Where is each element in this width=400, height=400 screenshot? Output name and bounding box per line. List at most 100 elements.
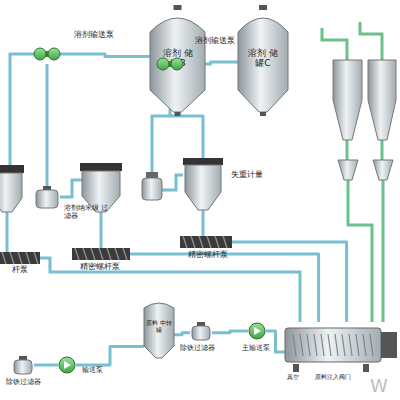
- filter-body: [36, 190, 58, 208]
- pump-chamber: [34, 48, 46, 60]
- screw-pump: 精密螺杆泵: [72, 248, 130, 260]
- mixer-extruder-outline: [285, 322, 397, 372]
- pipe-connector: [174, 333, 190, 335]
- flow-symbol: [64, 361, 71, 369]
- powder-pipe: [381, 140, 384, 160]
- powder-pipe: [322, 28, 347, 60]
- powder-receiver: [338, 160, 358, 180]
- pipe-connector: [212, 331, 248, 333]
- feed-pipe: [202, 210, 205, 236]
- screw-casing: [72, 248, 130, 260]
- screw-thread: [0, 252, 38, 264]
- hopper-rim: [0, 165, 24, 173]
- iron-filter: 除铁过滤器: [190, 322, 212, 340]
- mixer-motor: [381, 332, 397, 358]
- node-label: 除铁过滤器: [180, 344, 230, 352]
- transfer-tank: 原料 中转罐: [144, 300, 174, 358]
- screw-pump-outline: [180, 236, 232, 248]
- node-label: 原料注入阀门: [315, 374, 359, 381]
- powder-receiver: [373, 160, 393, 180]
- weighing-hopper: 失重计量: [183, 158, 223, 210]
- mixer-screw: [293, 334, 373, 356]
- weighing-hopper: [0, 173, 22, 212]
- iron-filter-outline: [12, 356, 34, 374]
- diaphragm-pump: 溶剂输送泵: [157, 54, 183, 74]
- pipe-connector: [46, 64, 49, 186]
- pipe-connector: [60, 54, 150, 57]
- pipe-connector: [34, 364, 58, 367]
- node-label: 精密螺杆泵: [80, 262, 140, 271]
- tank-outlet: [175, 112, 181, 116]
- diaphragm-pump-outline: [34, 44, 60, 64]
- filter-body: [14, 360, 32, 374]
- iron-filter-outline: [190, 322, 212, 340]
- main-pump-outline: [248, 322, 266, 340]
- tank-body: [150, 18, 205, 112]
- node-label: 溶剂输送泵: [74, 30, 134, 39]
- node-label: 真空: [287, 374, 307, 381]
- solvent-pipe: [10, 54, 34, 165]
- screw-pump: 精密螺杆泵: [180, 236, 232, 248]
- tank-vent: [259, 5, 267, 10]
- screw-thread: [183, 236, 227, 248]
- node-label: 主输送泵: [242, 344, 282, 352]
- pump-body: [249, 323, 265, 339]
- node-label: 溶剂纳米级 过滤器: [64, 204, 112, 220]
- hopper-rim: [80, 163, 122, 171]
- transfer-pump: 输送泵: [58, 356, 76, 374]
- mixer-barrel: [285, 328, 381, 362]
- diaphragm-pump: 溶剂输送泵: [34, 44, 60, 64]
- node-label: 除铁过滤器: [6, 378, 56, 386]
- filter-cap: [197, 322, 205, 326]
- pipe-connector: [232, 242, 347, 322]
- screw-casing: [180, 236, 232, 248]
- pipe-connector: [76, 346, 144, 365]
- tank-vent: [174, 5, 182, 10]
- storage-tank: 溶剂 储罐C: [238, 8, 288, 116]
- mixer-extruder: 真空原料注入阀门: [285, 322, 397, 372]
- powder-pipe: [348, 180, 372, 322]
- hopper-rim: [183, 158, 223, 165]
- node-label: 溶剂 储罐C: [248, 48, 278, 69]
- mixer-foot: [363, 364, 369, 372]
- tank-outlet: [260, 112, 266, 116]
- cyclone-separator: [333, 60, 362, 140]
- pump-chamber: [48, 48, 60, 60]
- screw-pump-outline: [72, 248, 130, 260]
- pump-body: [59, 357, 75, 373]
- flow-symbol: [254, 327, 261, 335]
- filter-cap: [43, 186, 51, 190]
- mixer-foot: [293, 364, 299, 372]
- node-label: 溶剂输送泵: [195, 36, 255, 45]
- nano-filter: 溶剂纳米级 过滤器: [34, 186, 60, 208]
- iron-filter: 除铁过滤器: [12, 356, 34, 374]
- screw-thread: [75, 248, 127, 260]
- filter-cap: [19, 356, 27, 360]
- powder-pipe: [346, 140, 349, 160]
- node-label: 失重计量: [231, 170, 281, 179]
- solvent-pipe: [60, 180, 82, 197]
- tank-body: [238, 18, 288, 112]
- main-pump: 主输送泵: [248, 322, 266, 340]
- node-label: 输送泵: [82, 366, 118, 374]
- screw-pump: [0, 252, 40, 264]
- transfer-pump-outline: [58, 356, 76, 374]
- weighing-hopper-outline: [183, 158, 223, 210]
- powder-pipe: [382, 180, 385, 322]
- diaphragm-pump-outline: [157, 54, 183, 74]
- feed-pipe: [100, 212, 103, 248]
- node-label: 原料 中转罐: [146, 320, 172, 334]
- part-label: 杆泵: [12, 266, 28, 275]
- node-label: 精密螺杆泵: [188, 250, 248, 259]
- tank-body: [144, 303, 174, 358]
- powder-pipe: [360, 22, 382, 60]
- cyclone-separator: [368, 60, 396, 140]
- watermark: W: [370, 376, 388, 396]
- solvent-filter: [142, 178, 162, 200]
- pump-chamber: [171, 58, 183, 70]
- feed-pipe: [6, 212, 9, 252]
- filter-body: [192, 326, 210, 340]
- filter-cap: [146, 172, 158, 178]
- pump-chamber: [157, 58, 169, 70]
